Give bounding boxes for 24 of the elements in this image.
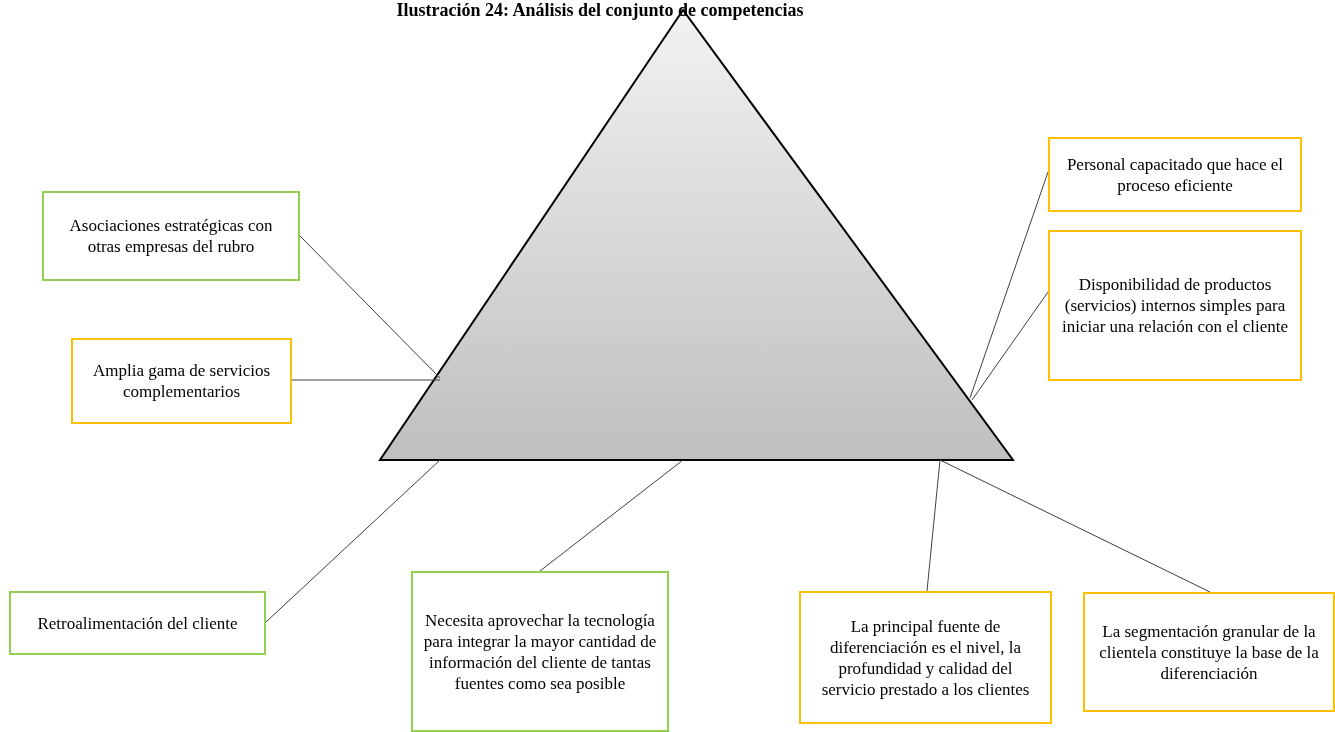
box-text: La principal fuente de diferenciación es el nivel, la profundidad y calidad del servicio prestado a los clientes (820, 615, 1031, 700)
text-box (1048, 230, 1302, 381)
text-box (799, 591, 1052, 724)
box-text: Asociaciones estratégicas con otras empresas del rubro (68, 215, 274, 257)
box-text: La segmentación granular de la clientela constituye la base de la diferenciación (1098, 620, 1320, 684)
text-box (71, 338, 292, 424)
box-text: Disponibilidad de productos (servicios) internos simples para iniciar una relación con el cliente (1060, 274, 1290, 337)
connector-line (969, 171, 1049, 399)
connector-line (939, 459, 1211, 593)
text-box (1083, 592, 1335, 712)
connector-line (926, 459, 941, 592)
box-text: Necesita aprovechar la tecnología para integrar la mayor cantidad de información del cliente de tantas fuentes como sea posible (423, 609, 657, 694)
box-text: Retroalimentación del cliente (37, 612, 238, 634)
connector-line (299, 235, 441, 379)
text-box (1048, 137, 1302, 212)
connector-line (265, 459, 441, 623)
text-box (42, 191, 300, 281)
connector-line (539, 459, 684, 572)
box-text: Personal capacitado que hace el proceso eficiente (1065, 153, 1285, 196)
connector-line (291, 379, 441, 381)
text-box (411, 571, 669, 732)
box-text: Amplia gama de servicios complementarios (92, 360, 271, 402)
connector-line (971, 291, 1049, 401)
text-box (9, 591, 266, 655)
